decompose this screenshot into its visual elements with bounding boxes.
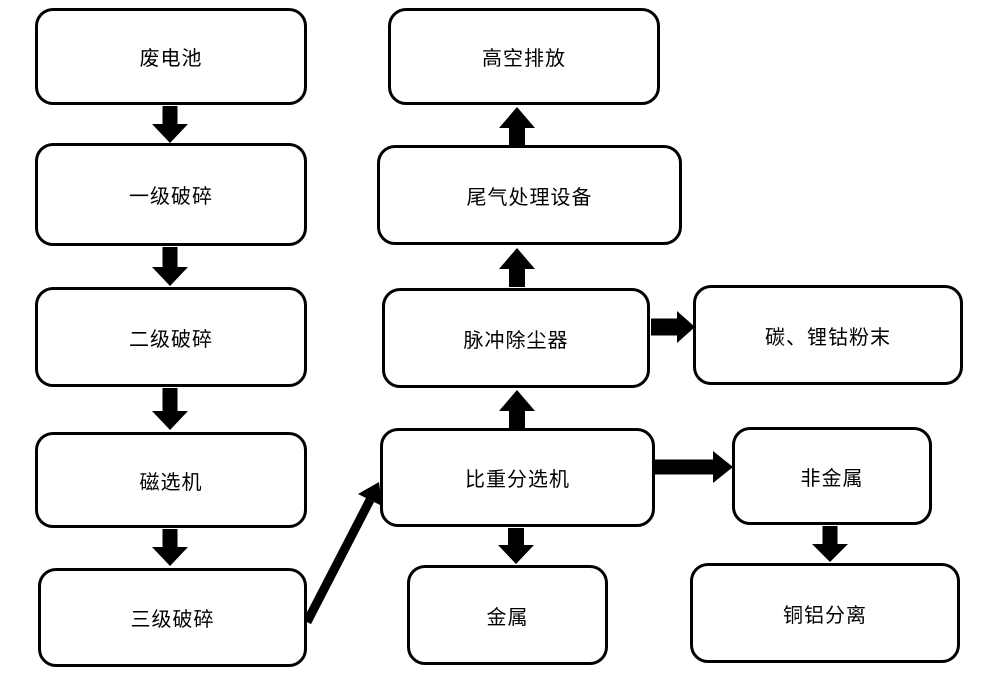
node-waste-battery-label: 废电池 [139, 48, 203, 70]
arrow-non-metal-to-copper-aluminum-separation [812, 526, 848, 562]
arrow-exhaust-treatment-to-high-altitude-discharge [499, 107, 535, 145]
node-secondary-crushing: 二级破碎 [35, 287, 307, 387]
node-gravity-separator: 比重分选机 [380, 428, 655, 527]
arrow-primary-to-secondary-crushing [152, 247, 188, 286]
node-magnetic-separator: 磁选机 [35, 432, 307, 528]
node-waste-battery: 废电池 [35, 8, 307, 105]
node-non-metal-label: 非金属 [800, 467, 864, 490]
node-carbon-lithium-cobalt-powder-label: 碳、锂钴粉末 [765, 326, 891, 349]
arrow-gravity-separator-to-non-metal [653, 451, 733, 483]
node-high-altitude-discharge: 高空排放 [388, 8, 660, 105]
node-non-metal: 非金属 [732, 427, 932, 525]
arrow-gravity-separator-to-pulse-dust-collector [499, 390, 535, 428]
node-tertiary-crushing: 三级破碎 [38, 568, 307, 667]
node-gravity-separator-label: 比重分选机 [465, 469, 570, 491]
node-metal-label: 金属 [486, 606, 529, 629]
node-carbon-lithium-cobalt-powder: 碳、锂钴粉末 [693, 285, 963, 385]
node-pulse-dust-collector: 脉冲除尘器 [382, 288, 650, 388]
node-exhaust-gas-treatment: 尾气处理设备 [377, 145, 682, 245]
arrow-pulse-dust-collector-to-powder [651, 311, 695, 343]
node-primary-crushing-label: 一级破碎 [129, 186, 213, 208]
node-secondary-crushing-label: 二级破碎 [129, 328, 213, 351]
node-pulse-dust-collector-label: 脉冲除尘器 [463, 329, 569, 352]
arrow-tertiary-crushing-to-gravity-separator [303, 482, 382, 625]
node-high-altitude-discharge-label: 高空排放 [482, 48, 566, 70]
node-tertiary-crushing-label: 三级破碎 [130, 609, 215, 631]
node-metal: 金属 [407, 565, 608, 665]
arrow-gravity-separator-to-metal [498, 528, 534, 564]
arrow-secondary-crushing-to-magnetic-separator [152, 388, 188, 430]
node-primary-crushing: 一级破碎 [35, 143, 307, 246]
arrow-pulse-dust-collector-to-exhaust-treatment [499, 248, 535, 287]
node-copper-aluminum-separation: 铜铝分离 [690, 563, 960, 663]
node-copper-aluminum-separation-label: 铜铝分离 [783, 604, 867, 627]
node-magnetic-separator-label: 磁选机 [139, 471, 203, 494]
arrow-magnetic-separator-to-tertiary-crushing [152, 529, 188, 566]
node-exhaust-gas-treatment-label: 尾气处理设备 [466, 186, 593, 209]
arrow-waste-battery-to-primary-crushing [152, 106, 188, 143]
